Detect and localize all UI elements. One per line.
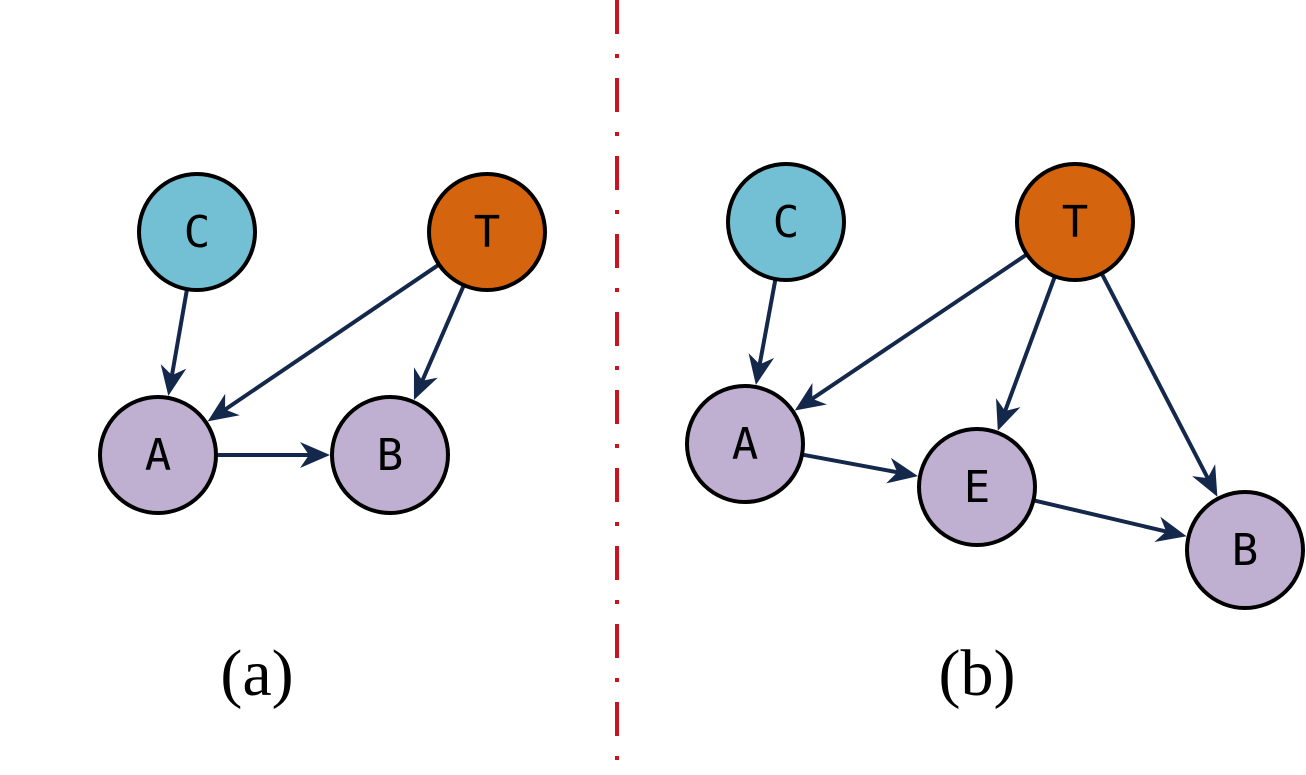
panel-b-node-t: T xyxy=(1015,162,1135,282)
panel-b-edges xyxy=(748,252,1218,543)
panel-a-node-t: T xyxy=(427,172,547,292)
panel-b-caption: (b) xyxy=(939,637,1016,710)
edge-line xyxy=(1099,272,1211,482)
panel-b-node-b: B xyxy=(1185,490,1305,610)
arrowhead-icon xyxy=(996,398,1021,431)
node-circle xyxy=(98,395,218,515)
node-label: B xyxy=(377,430,404,481)
arrowhead-icon xyxy=(160,364,187,396)
node-circle xyxy=(427,172,547,292)
panel-b-nodes: C T A E B xyxy=(685,162,1305,610)
arrowhead-icon xyxy=(794,382,827,411)
node-label: C xyxy=(184,207,211,258)
edge-line xyxy=(419,284,466,385)
node-circle xyxy=(1185,490,1305,610)
edge-line xyxy=(169,288,189,379)
node-label: A xyxy=(145,430,172,481)
arrowhead-icon xyxy=(748,353,775,385)
panel-a-node-c: C xyxy=(137,172,257,292)
panel-a-node-a: A xyxy=(98,395,218,515)
panel-b-node-a: A xyxy=(685,384,805,504)
panel-b-node-e: E xyxy=(917,427,1037,547)
panel-b-edge-t-b xyxy=(1099,272,1218,497)
node-circle xyxy=(137,172,257,292)
panel-a-edge-t-b xyxy=(413,284,466,400)
edge-line xyxy=(801,452,901,475)
panel-b-edge-c-a xyxy=(748,278,778,385)
arrowhead-icon xyxy=(413,367,438,400)
arrowhead-icon xyxy=(886,457,919,484)
panel-a-node-b: B xyxy=(330,395,450,515)
arrowhead-icon xyxy=(1154,516,1187,543)
arrowhead-icon xyxy=(300,442,330,468)
node-circle xyxy=(1015,162,1135,282)
panel-b-node-c: C xyxy=(726,162,846,282)
panel-b-edge-e-b xyxy=(1033,498,1187,543)
node-circle xyxy=(330,395,450,515)
edge-line xyxy=(1033,498,1170,535)
node-circle xyxy=(685,384,805,504)
panel-a-edge-a-b xyxy=(216,442,330,468)
panel-b: C T A E B (b) xyxy=(685,162,1305,710)
node-label: T xyxy=(1062,197,1089,248)
panel-a-caption: (a) xyxy=(220,637,293,710)
edge-line xyxy=(1002,275,1057,415)
node-label: C xyxy=(773,197,800,248)
arrowhead-icon xyxy=(1192,464,1218,497)
node-label: B xyxy=(1232,525,1259,576)
node-label: T xyxy=(474,207,501,258)
panel-a-edge-c-a xyxy=(160,288,189,396)
panel-a-nodes: C T A B xyxy=(98,172,547,515)
panel-b-edge-t-a xyxy=(794,252,1028,411)
edge-line xyxy=(808,252,1028,403)
node-label: E xyxy=(964,462,991,513)
node-circle xyxy=(917,427,1037,547)
panel-b-edge-a-e xyxy=(801,452,919,484)
panel-a-edges xyxy=(160,262,466,468)
edge-line xyxy=(757,278,778,368)
node-circle xyxy=(726,162,846,282)
panel-a: C T A B (a) xyxy=(98,172,547,710)
arrowhead-icon xyxy=(207,393,240,422)
panel-a-edge-t-a xyxy=(207,262,441,422)
panel-b-edge-t-e xyxy=(996,275,1057,431)
node-label: A xyxy=(732,419,759,470)
edge-line xyxy=(221,262,441,413)
